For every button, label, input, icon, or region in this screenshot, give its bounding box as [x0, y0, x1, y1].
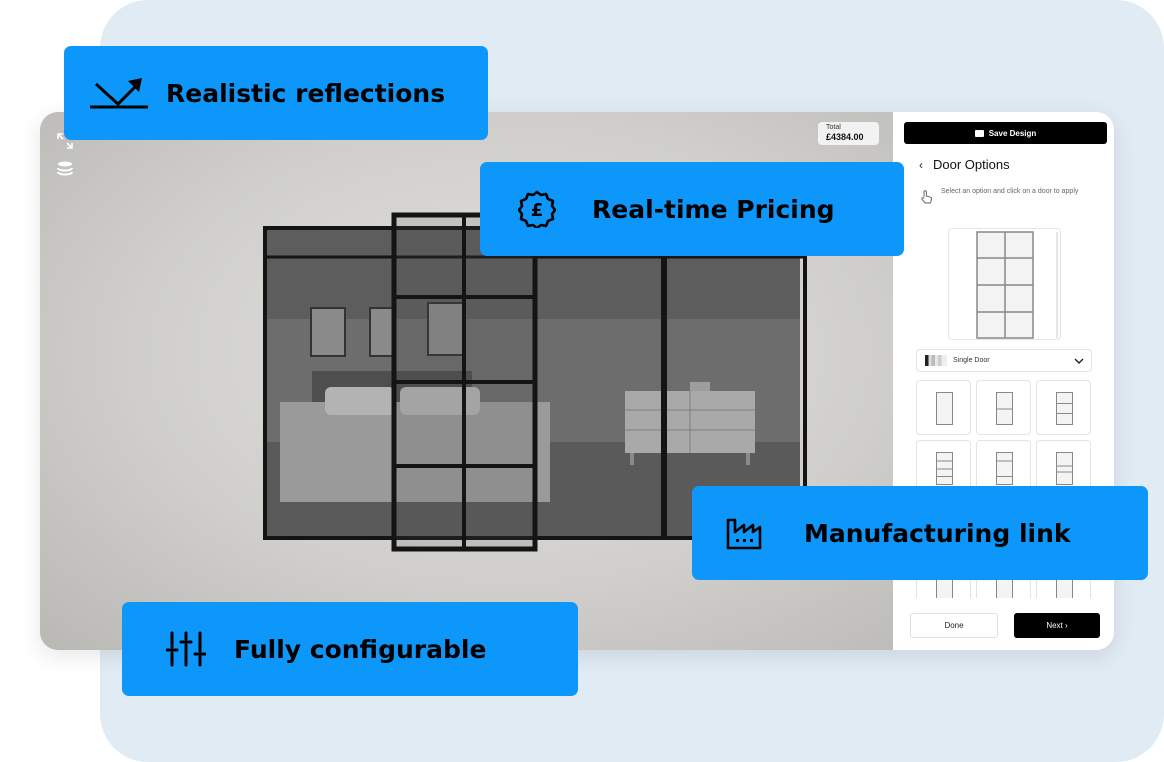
door-swatch [925, 355, 947, 366]
panel-title: Door Options [933, 157, 1010, 172]
door-option[interactable] [1036, 380, 1091, 435]
total-price-box: Total £4384.00 [818, 122, 879, 145]
instruction-hint: Select an option and click on a door to … [919, 186, 1109, 204]
total-label: Total [826, 124, 841, 131]
bed-pillow [325, 387, 395, 415]
door-option[interactable] [976, 380, 1031, 435]
wall-picture [427, 302, 465, 356]
callout-realistic-reflections: Realistic reflections [64, 46, 488, 140]
back-chevron-icon[interactable]: ‹ [919, 157, 923, 172]
panel-header: ‹ Door Options [919, 157, 1010, 172]
callout-real-time-pricing: £ Real-time Pricing [480, 162, 904, 256]
done-button[interactable]: Done [910, 613, 998, 638]
wall-picture [310, 307, 346, 357]
door-preview-drawing [976, 231, 1058, 339]
hint-text: Select an option and click on a door to … [941, 188, 1079, 195]
door-type-label: Single Door [953, 357, 990, 364]
next-label: Next [1046, 621, 1063, 630]
grid-door-front [391, 212, 538, 552]
save-design-label: Save Design [988, 128, 1037, 138]
door-preview [948, 228, 1061, 340]
callout-label: Realistic reflections [166, 78, 446, 108]
callout-label: Manufacturing link [804, 518, 1071, 548]
layers-icon[interactable] [56, 160, 74, 178]
callout-manufacturing-link: Manufacturing link [692, 486, 1148, 580]
wall-picture [369, 307, 395, 357]
bed-pillow [400, 387, 480, 415]
callout-fully-configurable: Fully configurable [122, 602, 578, 696]
reflection-arrow-icon [90, 78, 148, 109]
expand-icon[interactable] [56, 132, 74, 150]
total-price-value: £4384.00 [826, 132, 864, 142]
save-design-button[interactable]: Save Design [904, 122, 1107, 144]
callout-label: Fully configurable [234, 634, 487, 664]
door-option[interactable] [1036, 440, 1091, 495]
bed [280, 402, 550, 502]
chevron-right-icon: › [1065, 621, 1068, 630]
door-option[interactable] [916, 380, 971, 435]
sliders-icon [166, 631, 206, 667]
chevron-down-icon [1074, 358, 1084, 364]
next-button[interactable]: Next › [1014, 613, 1100, 638]
svg-text:£: £ [531, 200, 544, 221]
envelope-icon [974, 129, 984, 137]
callout-label: Real-time Pricing [592, 194, 835, 224]
pound-badge-icon: £ [518, 190, 556, 228]
factory-icon [726, 518, 762, 550]
tap-hand-icon [921, 190, 933, 204]
door-type-select[interactable]: Single Door [916, 349, 1092, 372]
